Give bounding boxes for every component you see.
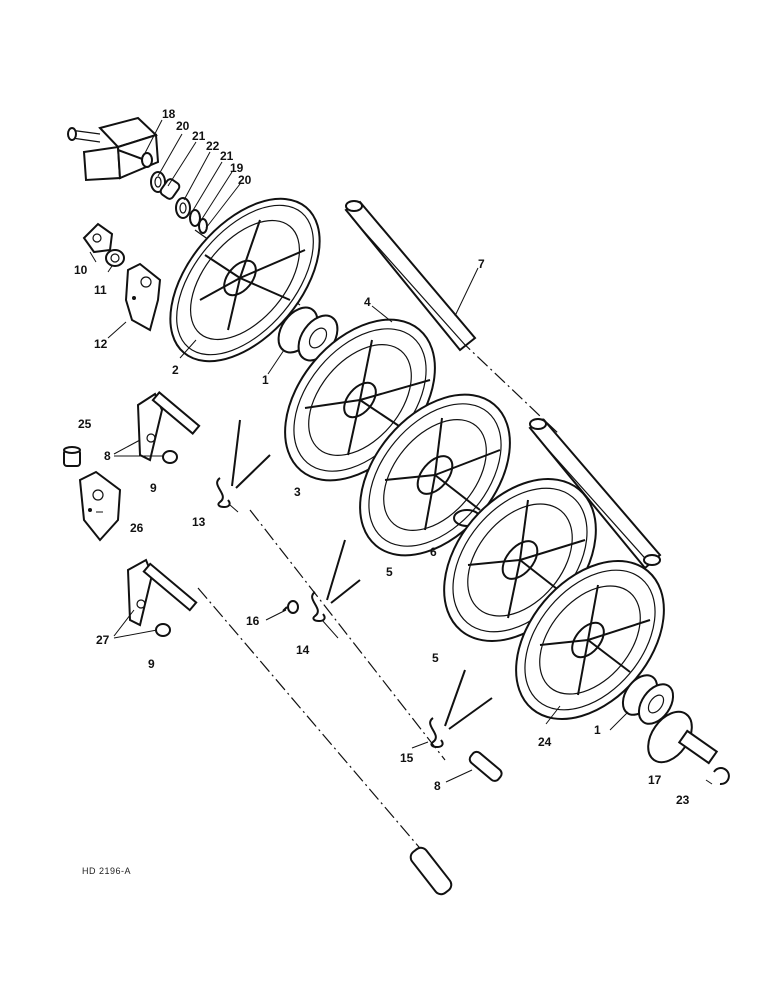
bushing-25 xyxy=(63,446,81,467)
leader-lines xyxy=(89,119,713,785)
callout-2: 2 xyxy=(172,363,179,377)
callout-14: 14 xyxy=(296,643,310,657)
callout-26: 26 xyxy=(130,521,144,535)
callout-10: 10 xyxy=(74,263,88,277)
callout-3: 3 xyxy=(294,485,301,499)
callout-8: 8 xyxy=(104,449,111,463)
callout-17: 17 xyxy=(648,773,662,787)
callout-16: 16 xyxy=(246,614,260,628)
pin-16 xyxy=(282,600,299,614)
callout-21: 21 xyxy=(220,149,234,163)
spring-13 xyxy=(216,419,271,508)
callout-13: 13 xyxy=(192,515,206,529)
callout-15: 15 xyxy=(400,751,414,765)
spring-15 xyxy=(429,669,493,748)
pin-8-lower xyxy=(468,750,503,782)
tine-bar-7-upper xyxy=(344,200,477,352)
hub-1-lower xyxy=(621,674,675,725)
callout-1: 1 xyxy=(262,373,269,387)
reference-code: HD 2196-A xyxy=(82,866,131,876)
tine-bar-7-lower xyxy=(528,418,662,570)
callout-8: 8 xyxy=(434,779,441,793)
callout-4: 4 xyxy=(364,295,371,309)
support-bracket-27 xyxy=(126,558,198,637)
callout-6: 6 xyxy=(430,545,437,559)
callout-19: 19 xyxy=(230,161,244,175)
callout-23: 23 xyxy=(676,793,690,807)
stub-shaft-17 xyxy=(647,710,719,765)
callout-12: 12 xyxy=(94,337,108,351)
callouts: 18 20 21 22 21 19 20 10 11 12 2 1 4 7 25… xyxy=(74,107,690,807)
cam-bracket-26 xyxy=(78,470,122,542)
shaft-bearing-bracket-18 xyxy=(67,116,160,182)
callout-1: 1 xyxy=(594,723,601,737)
reel-disc-2 xyxy=(169,197,321,363)
spring-14 xyxy=(311,539,361,622)
reel-disc-24 xyxy=(515,560,665,720)
callout-21: 21 xyxy=(192,129,206,143)
bracket-12 xyxy=(124,262,162,332)
callout-25: 25 xyxy=(78,417,92,431)
callout-7: 7 xyxy=(478,257,485,271)
bearing-stack xyxy=(150,171,208,234)
callout-5: 5 xyxy=(432,651,439,665)
callout-18: 18 xyxy=(162,107,176,121)
callout-11: 11 xyxy=(94,283,107,297)
callout-22: 22 xyxy=(206,139,220,153)
shaft-end xyxy=(409,846,453,896)
callout-9: 9 xyxy=(148,657,155,671)
reel-disc-5-upper xyxy=(359,393,511,557)
bushing-11 xyxy=(105,249,125,267)
snap-ring-23 xyxy=(713,767,730,786)
callout-20: 20 xyxy=(176,119,190,133)
support-bracket-8-upper xyxy=(136,391,201,464)
callout-27: 27 xyxy=(96,633,110,647)
cam-plate-10 xyxy=(82,222,114,254)
callout-9: 9 xyxy=(150,481,157,495)
callout-24: 24 xyxy=(538,735,552,749)
callout-20: 20 xyxy=(238,173,252,187)
callout-5: 5 xyxy=(386,565,393,579)
